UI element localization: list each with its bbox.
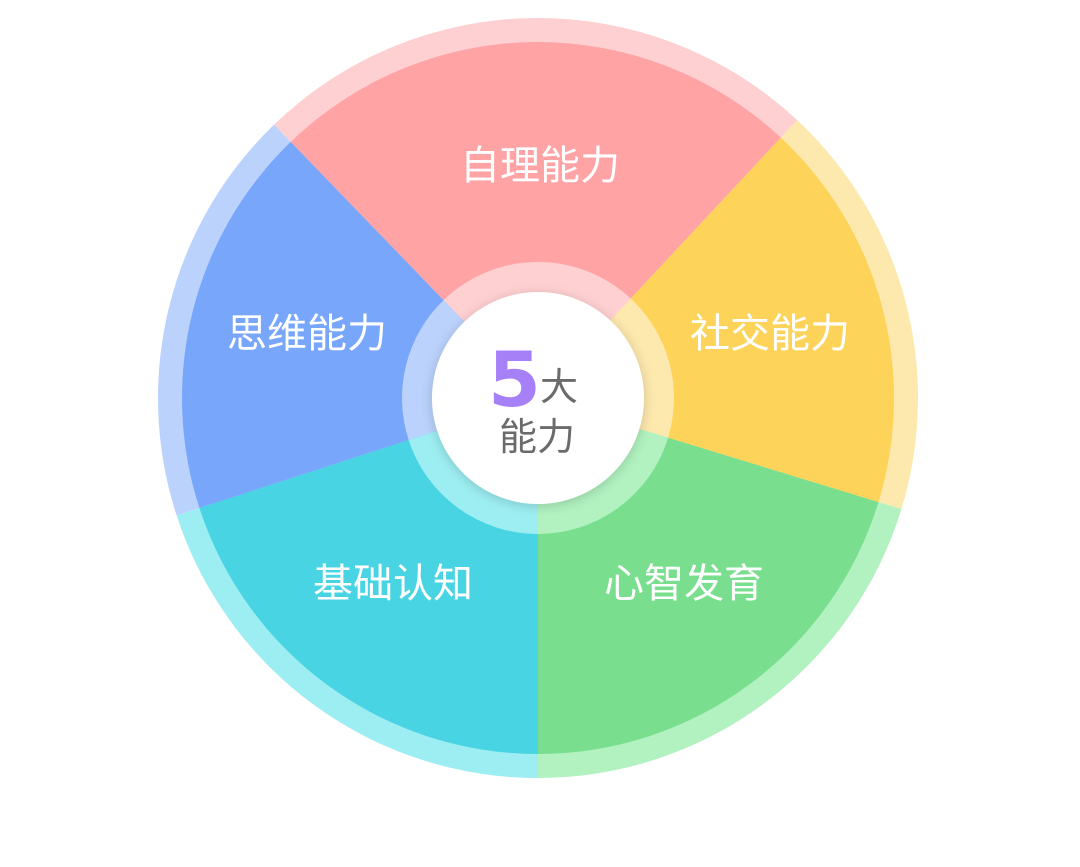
center-circle	[432, 292, 644, 504]
segment-label-2: 社交能力	[690, 311, 850, 357]
center-title: 5 大 能力	[488, 335, 578, 459]
center-number: 5	[488, 335, 541, 424]
center-line2: 能力	[499, 415, 575, 459]
segment-label-1: 自理能力	[460, 143, 620, 189]
center-suffix: 大	[540, 365, 578, 409]
segment-label-3: 心智发育	[604, 561, 764, 607]
segment-1	[290, 42, 781, 398]
segment-label-5: 思维能力	[227, 311, 387, 357]
segment-label-4: 基础认知	[313, 561, 473, 607]
